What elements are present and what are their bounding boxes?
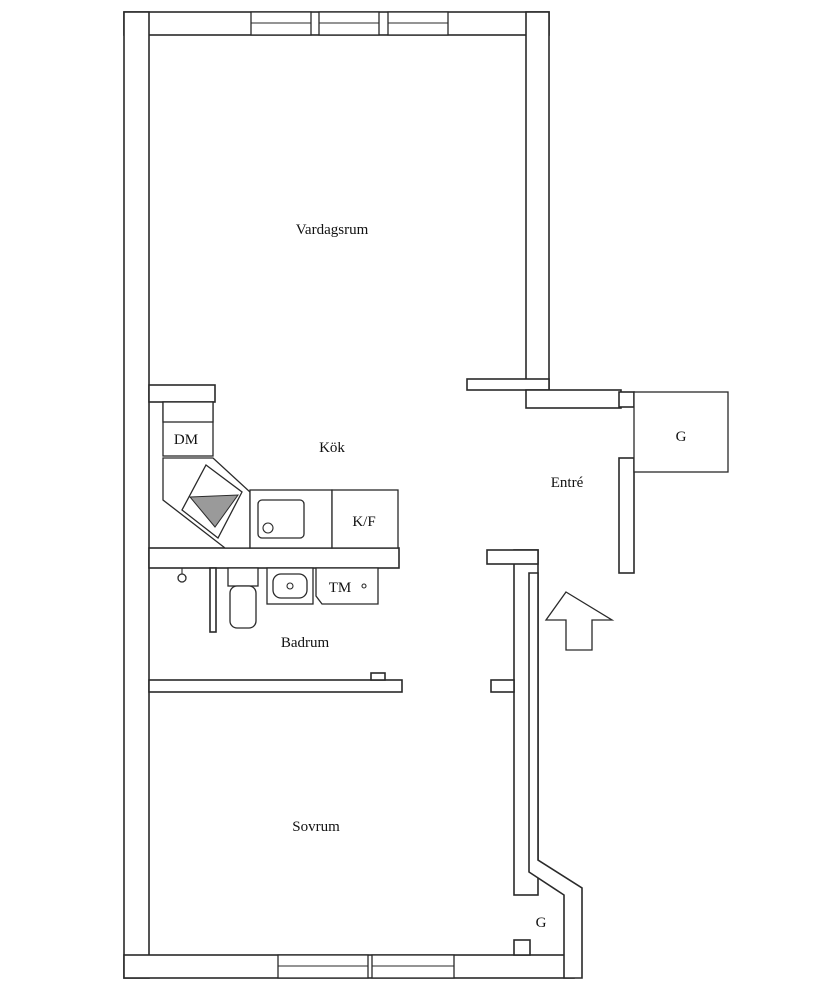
label-wardrobe-bedroom: G bbox=[536, 915, 547, 931]
wall-entrance-top bbox=[525, 389, 622, 409]
wall-kitchen-bath bbox=[148, 547, 400, 569]
entrance-arrow-icon bbox=[544, 591, 615, 651]
shower-head bbox=[177, 573, 187, 583]
kitchen-wall-top bbox=[148, 384, 216, 403]
wall-bath-bedroom-nub bbox=[370, 672, 386, 681]
label-entrance: Entré bbox=[551, 475, 584, 491]
wall-bath-bedroom bbox=[148, 679, 403, 693]
wall-entrance-right-lower bbox=[618, 457, 635, 574]
kitchen-sink-drain bbox=[262, 522, 274, 534]
wall-living-entrance-ledge bbox=[466, 378, 550, 391]
fridge-freezer bbox=[331, 489, 399, 549]
stove-shade bbox=[188, 494, 240, 528]
wall-bath-bedroom-right bbox=[490, 679, 515, 693]
toilet-tank bbox=[227, 567, 259, 587]
label-bedroom: Sovrum bbox=[292, 819, 340, 835]
washing-machine bbox=[315, 567, 379, 605]
wash-basin-bowl bbox=[272, 573, 308, 599]
wall-entrance-right-upper bbox=[618, 391, 635, 408]
outer-walls bbox=[123, 11, 635, 979]
wall-left bbox=[123, 11, 150, 979]
bath-partition bbox=[209, 567, 217, 633]
wall-wardrobe-stub bbox=[513, 939, 531, 956]
label-living-room: Vardagsrum bbox=[296, 222, 369, 238]
label-washing-machine: TM bbox=[329, 580, 352, 596]
label-dishwasher: DM bbox=[174, 432, 198, 448]
wall-door-ledge bbox=[486, 549, 539, 565]
label-fridge-freezer: K/F bbox=[352, 514, 375, 530]
wall-right-angled bbox=[528, 572, 583, 979]
kitchen-area bbox=[148, 384, 400, 569]
entrance-wardrobe-box bbox=[633, 391, 729, 473]
washing-machine-knob bbox=[361, 583, 367, 589]
label-bathroom: Badrum bbox=[281, 635, 330, 651]
label-wardrobe-entrance: G bbox=[676, 429, 687, 445]
toilet-bowl bbox=[229, 585, 257, 629]
entrance-wardrobe bbox=[633, 391, 729, 473]
label-kitchen: Kök bbox=[319, 440, 345, 456]
bathroom-area bbox=[148, 567, 515, 693]
windows bbox=[250, 11, 455, 979]
dishwasher-top bbox=[162, 401, 214, 423]
kitchen-sink bbox=[257, 499, 305, 539]
wall-right-living bbox=[525, 11, 550, 391]
wash-basin-drain bbox=[286, 582, 294, 590]
